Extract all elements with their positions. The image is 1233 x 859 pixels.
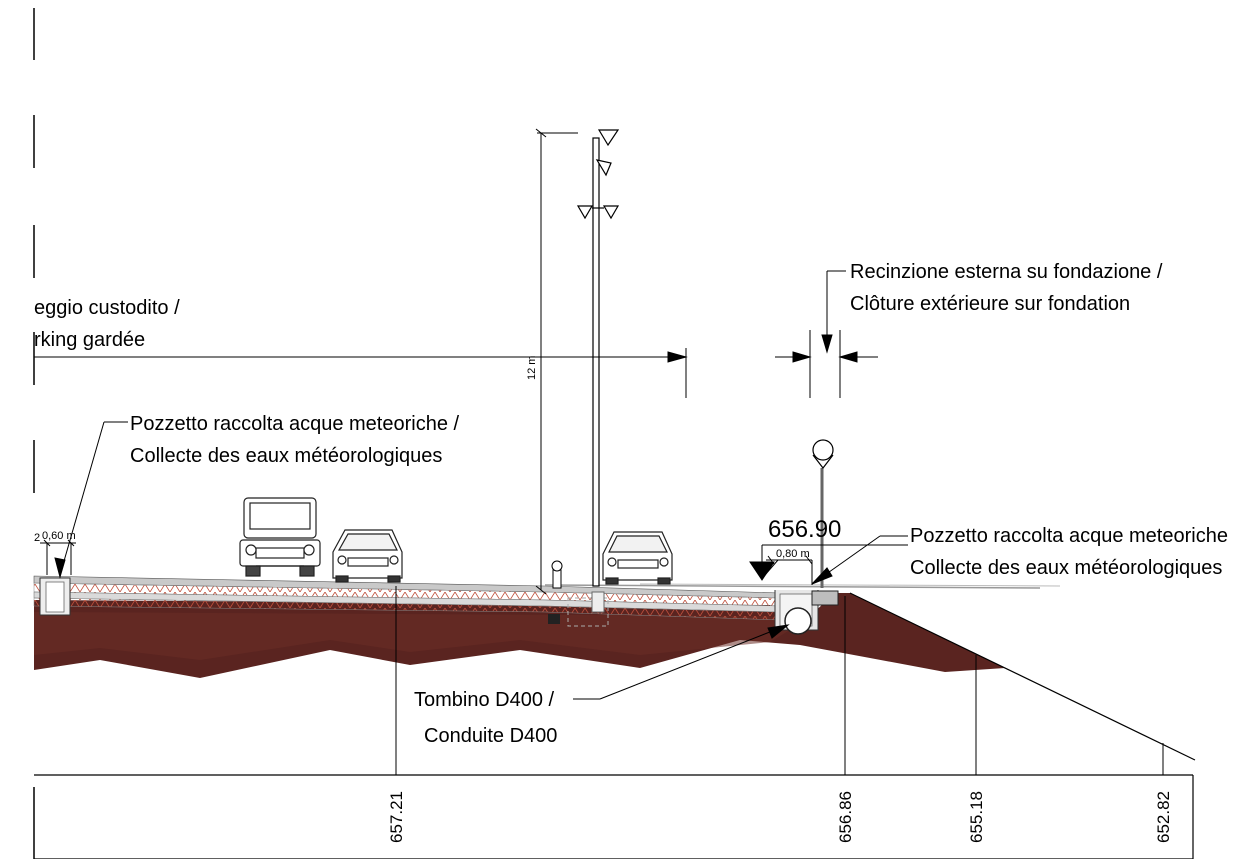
embankment-slope — [849, 592, 1196, 761]
fence-foundation — [811, 590, 839, 606]
right-width-label: 0,80 m — [776, 548, 810, 560]
station-label: 656.86 — [836, 791, 855, 843]
elevation-marker — [749, 544, 908, 585]
left-drainage-pit — [39, 577, 71, 616]
fence-label-line1: Recinzione esterna su fondazione / — [850, 261, 1163, 283]
right-pit-label-line1: Pozzetto raccolta acque meteoriche — [910, 525, 1228, 547]
parking-label-line2: rking gardée — [34, 329, 145, 351]
station-table — [34, 774, 1194, 859]
left-width-label: 0,60 m — [42, 530, 76, 542]
lighting-pole — [576, 129, 620, 587]
fence-dimension — [775, 270, 878, 398]
left-pit-label-line2: Collecte des eaux météorologiques — [130, 445, 442, 467]
car-vehicle-right — [602, 531, 673, 585]
pole-foundation — [548, 591, 609, 627]
right-pit-leader — [811, 535, 908, 585]
street-lamp — [812, 439, 834, 588]
station-label: 655.18 — [967, 791, 986, 843]
pipe-label-line1: Tombino D400 / — [414, 689, 555, 711]
station-label: 657.21 — [387, 791, 406, 843]
d400-pipe — [784, 607, 812, 635]
left-fragment-label: 2 — [34, 532, 40, 544]
left-width-dimension — [40, 539, 76, 575]
parking-leader — [34, 348, 688, 398]
right-pit-label-line2: Collecte des eaux météorologiques — [910, 557, 1222, 579]
pipe-leader — [573, 624, 790, 700]
suv-vehicle — [239, 497, 321, 577]
left-pit-leader — [54, 421, 128, 579]
elevation-value: 656.90 — [768, 516, 841, 543]
pipe-label-line2: Conduite D400 — [424, 725, 557, 747]
hydrant — [551, 560, 563, 589]
station-lines — [395, 586, 1164, 775]
car-vehicle-left — [332, 529, 403, 583]
fence-label-line2: Clôture extérieure sur fondation — [850, 293, 1130, 315]
right-drainage-pit — [774, 590, 839, 635]
pole-height-label: 12 m — [526, 356, 538, 380]
pole-height-dimension — [535, 128, 578, 595]
station-label: 652.82 — [1154, 791, 1173, 843]
left-pit-label-line1: Pozzetto raccolta acque meteoriche / — [130, 413, 460, 435]
parking-label-line1: eggio custodito / — [34, 297, 180, 319]
